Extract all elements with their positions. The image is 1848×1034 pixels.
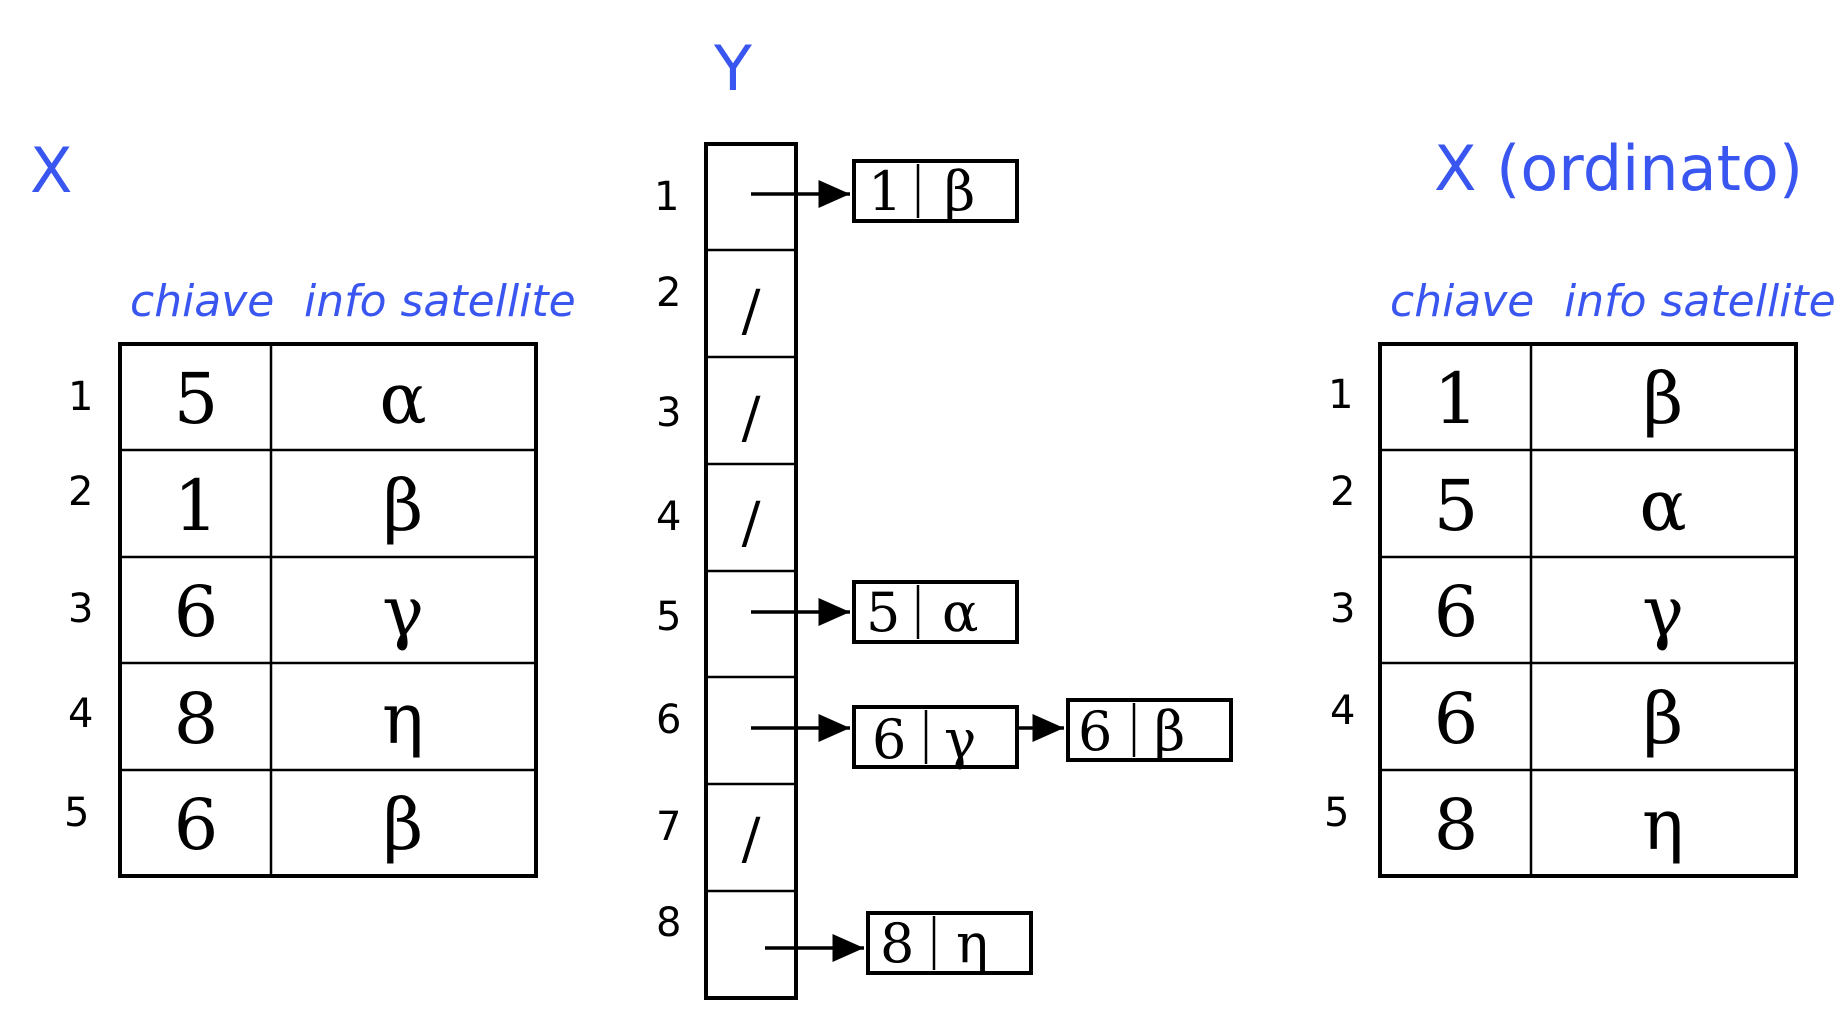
- left-col-info-header: info satellite: [304, 276, 576, 327]
- left-row-index: 5: [64, 790, 89, 836]
- list-node-key: 1: [868, 160, 902, 223]
- right-col-info-header: info satellite: [1564, 276, 1836, 327]
- left-row-index: 3: [68, 586, 93, 632]
- list-node: 5 α: [852, 580, 1019, 644]
- list-node-info: β: [944, 160, 975, 223]
- list-node: 6 γ: [852, 705, 1019, 771]
- empty-slot-mark: /: [742, 491, 761, 556]
- list-node-box: [1066, 698, 1233, 762]
- right-key-cell: 5: [1434, 465, 1479, 547]
- empty-slot-mark: /: [742, 279, 761, 344]
- left-key-cell: 5: [174, 358, 219, 440]
- bucket-slot-index: 3: [656, 390, 681, 436]
- left-info-cell: α: [379, 358, 426, 440]
- list-node-key: 6: [1078, 700, 1112, 763]
- right-row-index: 2: [1330, 469, 1355, 515]
- bucket-array-title: Y: [713, 32, 752, 105]
- left-col-key-header: chiave: [130, 276, 274, 327]
- left-row-index: 1: [68, 374, 93, 420]
- bucket-slot-index: 5: [656, 594, 681, 640]
- left-table-group: X chiave info satellite 1 2 3 4 5 5 1 6 …: [30, 134, 576, 878]
- bucket-array-group: Y 1 2 3 4 5 6 7 8 / / / /: [654, 32, 798, 1000]
- left-table-frame: [118, 342, 538, 878]
- list-node-info: β: [1154, 700, 1185, 763]
- right-row-index: 1: [1328, 372, 1353, 418]
- list-node: 1 β: [852, 159, 1019, 223]
- right-info-cell: γ: [1642, 571, 1684, 653]
- left-info-cell: η: [382, 678, 424, 760]
- left-key-cell: 8: [174, 678, 219, 760]
- right-key-cell: 8: [1434, 784, 1479, 866]
- right-row-index: 5: [1324, 790, 1349, 836]
- bucket-slot-index: 2: [656, 270, 681, 316]
- list-node-key: 5: [866, 581, 900, 644]
- right-col-key-header: chiave: [1390, 276, 1534, 327]
- list-node-box: [852, 580, 1019, 644]
- empty-slot-mark: /: [742, 386, 761, 451]
- list-node-key: 8: [880, 912, 914, 975]
- bucket-slot-index: 7: [656, 804, 681, 850]
- bucket-slot-index: 1: [654, 174, 679, 220]
- left-row-index: 2: [68, 469, 93, 515]
- right-table-frame: [1378, 342, 1798, 878]
- left-table-title: X: [30, 134, 72, 207]
- right-key-cell: 1: [1434, 358, 1479, 440]
- left-info-cell: β: [383, 465, 423, 547]
- left-info-cell: β: [383, 784, 423, 866]
- bucket-slot-index: 6: [656, 697, 681, 743]
- right-info-cell: β: [1643, 358, 1683, 440]
- list-node-box: [852, 705, 1019, 769]
- right-row-index: 4: [1330, 688, 1355, 734]
- linked-lists-group: 1 β 5 α 6 γ 6 β 8: [751, 159, 1233, 975]
- empty-slot-mark: /: [742, 807, 761, 872]
- right-table-title: X (ordinato): [1434, 132, 1803, 205]
- left-info-cell: γ: [382, 571, 424, 653]
- list-node: 8 η: [866, 911, 1033, 975]
- list-node-box: [866, 911, 1033, 975]
- bucket-slot-index: 4: [656, 494, 681, 540]
- right-info-cell: α: [1639, 465, 1686, 547]
- list-node: 6 β: [1066, 698, 1233, 763]
- left-row-index: 4: [68, 691, 93, 737]
- right-info-cell: β: [1643, 678, 1683, 760]
- left-key-cell: 6: [174, 571, 219, 653]
- list-node-key: 6: [872, 708, 906, 771]
- bucket-slot-index: 8: [656, 900, 681, 946]
- right-table-group: X (ordinato) chiave info satellite 1 2 3…: [1324, 132, 1836, 878]
- list-node-info: η: [956, 912, 988, 975]
- right-info-cell: η: [1642, 784, 1684, 866]
- right-key-cell: 6: [1434, 678, 1479, 760]
- right-key-cell: 6: [1434, 571, 1479, 653]
- list-node-info: γ: [944, 708, 976, 771]
- right-row-index: 3: [1330, 586, 1355, 632]
- list-node-box: [852, 159, 1019, 223]
- left-key-cell: 1: [174, 465, 219, 547]
- left-key-cell: 6: [174, 784, 219, 866]
- list-node-info: α: [942, 581, 978, 644]
